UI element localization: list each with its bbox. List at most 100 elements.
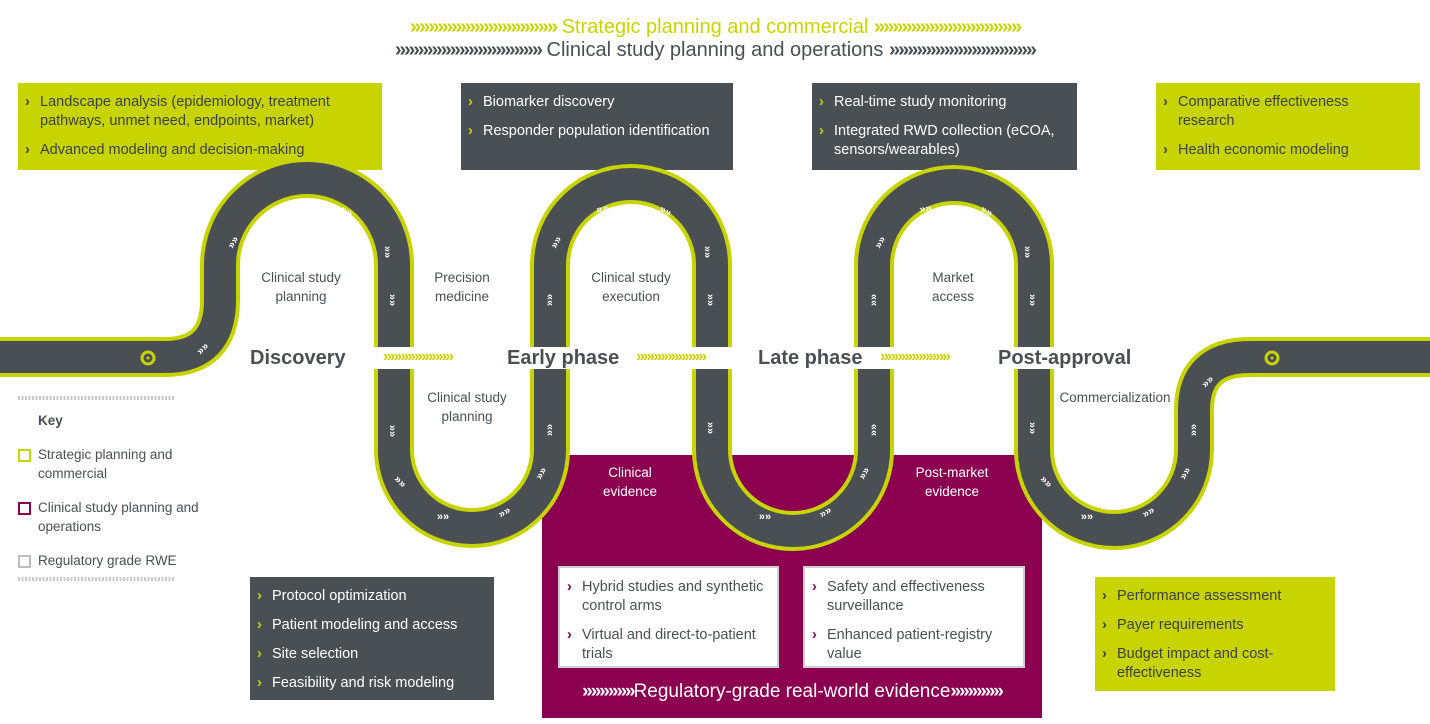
road-marker-icon (1264, 350, 1280, 366)
label-clinical-study-execution: Clinical study execution (591, 270, 671, 304)
key-item-strategic: Strategic planning and commercial (18, 445, 208, 485)
chevron-right-icon: › (257, 617, 262, 633)
chevron-right-icon: › (819, 94, 824, 110)
chevron-right-icon: › (25, 94, 30, 110)
label-precision-medicine: Precision medicine (434, 270, 490, 304)
chevron-right-icon: › (567, 579, 572, 595)
chevron-right-icon: › (1163, 94, 1168, 110)
chevron-right-icon: › (819, 123, 824, 139)
chevron-right-icon: › (468, 123, 473, 139)
svg-text:»»: »» (704, 294, 716, 306)
key-item-rwe: Regulatory grade RWE (18, 551, 208, 571)
chevron-right-icon: › (1163, 142, 1168, 158)
svg-text:»»: »» (868, 424, 880, 436)
svg-text:»»: »» (544, 294, 556, 306)
svg-text:»»: »» (548, 234, 565, 251)
list-item: ›Feasibility and risk modeling (257, 675, 455, 691)
svg-text:»»: »» (386, 294, 398, 306)
svg-text:»»: »» (701, 246, 713, 258)
svg-text:»»: »» (872, 234, 889, 251)
list-item: ›Hybrid studies and synthetic control ar… (567, 579, 764, 614)
header-strategic: »»»»»»»»»»»»»»»» Strategic planning and … (410, 16, 1022, 38)
svg-text:»»: »» (978, 203, 995, 220)
clinical-box-early: ›Biomarker discovery ›Responder populati… (461, 83, 733, 170)
phase-early: Early phase (503, 347, 624, 369)
svg-text:»»: »» (533, 465, 550, 482)
svg-text:»»: »» (1188, 424, 1200, 436)
chevrons-decoration-icon: »»»»»»»»»» (636, 348, 707, 365)
list-item: ›Site selection (257, 646, 359, 662)
phase-post-approval: Post-approval (994, 347, 1136, 369)
list-item: ›Health economic modeling (1163, 142, 1349, 158)
key-swatch-icon (18, 555, 31, 568)
chevron-right-icon: › (1102, 588, 1107, 604)
svg-text:»»: »» (544, 424, 556, 436)
svg-text:»»: »» (1026, 422, 1038, 434)
list-item: ›Performance assessment (1102, 588, 1282, 604)
chevron-right-icon: › (257, 675, 262, 691)
phase-discovery: Discovery (246, 347, 350, 369)
svg-text:»»: »» (1021, 246, 1033, 258)
chevron-right-icon: › (257, 646, 262, 662)
svg-text:»»: »» (275, 202, 289, 216)
chevron-right-icon: › (25, 142, 30, 158)
strategic-box-discovery: ›Landscape analysis (epidemiology, treat… (18, 83, 382, 170)
label-market-access: Market access (931, 270, 975, 304)
list-item: ›Budget impact and cost-effectiveness (1102, 646, 1274, 681)
list-item: ›Landscape analysis (epidemiology, treat… (25, 94, 330, 129)
chevrons-decoration-icon: »»»»»» (582, 681, 635, 702)
svg-text:»»: »» (1081, 511, 1093, 523)
chevrons-decoration-icon: »»»»»»»»»»»»»»»» (410, 16, 558, 38)
svg-text:»»: »» (1026, 294, 1038, 306)
svg-text:»»: »» (381, 246, 393, 258)
chevrons-decoration-icon: »»»»»»»»»»»»»»»» (873, 16, 1022, 38)
svg-text:»»: »» (704, 422, 716, 434)
chevron-right-icon: › (257, 588, 262, 604)
svg-text:»»: »» (817, 504, 834, 521)
list-item: ›Payer requirements (1102, 617, 1244, 633)
chevron-right-icon: › (812, 627, 817, 643)
list-item: ›Safety and effectiveness surveillance (812, 579, 985, 614)
list-item: ›Enhanced patient-registry value (812, 627, 993, 662)
strategic-box-post-approval: ›Comparative effectiveness research ›Hea… (1156, 83, 1420, 170)
svg-text:»»: »» (657, 203, 674, 220)
label-commercialization: Commercialization (1059, 390, 1171, 405)
chevron-right-icon: › (1102, 646, 1107, 662)
chevron-right-icon: › (567, 627, 572, 643)
chevrons-decoration-icon: »»»»»» (950, 681, 1003, 702)
chevrons-decoration-icon: »»»»»»»»»»»»»»»» (889, 39, 1037, 61)
label-clinical-study-planning-top: Clinical study planning (261, 270, 341, 304)
header-clinical: »»»»»»»»»»»»»»»» Clinical study planning… (395, 39, 1037, 61)
list-item: ›Integrated RWD collection (eCOA, sensor… (819, 123, 1055, 158)
svg-text:»»: »» (225, 234, 242, 251)
list-item: ›Virtual and direct-to-patient trials (567, 627, 756, 662)
key-title: Key (38, 413, 63, 428)
svg-text:»»: »» (759, 511, 771, 523)
chevron-right-icon: › (468, 94, 473, 110)
road-chevrons-icon: »» »» »» »» »» »» »» »» »» »» »» »» »» »… (194, 202, 1216, 523)
phase-late: Late phase (754, 347, 867, 369)
chevron-right-icon: › (1102, 617, 1107, 633)
list-item: ›Responder population identification (468, 123, 710, 139)
key-item-clinical: Clinical study planning and operations (18, 498, 208, 538)
svg-text:»»: »» (496, 504, 513, 521)
svg-text:»»: »» (1140, 504, 1157, 521)
chevrons-decoration-icon: »»»»»»»»»»»»»»»» (395, 39, 543, 61)
list-item: ›Biomarker discovery (468, 94, 615, 110)
svg-text:»»: »» (868, 294, 880, 306)
label-post-market-evidence: Post-market evidence (915, 465, 989, 499)
list-item: ›Advanced modeling and decision-making (25, 142, 305, 158)
rwe-box-post-market: ›Safety and effectiveness surveillance ›… (803, 566, 1025, 668)
svg-text:»»: »» (437, 511, 449, 523)
clinical-box-late: ›Real-time study monitoring ›Integrated … (812, 83, 1077, 170)
svg-text:»»: »» (918, 202, 932, 216)
key-swatch-icon (18, 449, 31, 462)
svg-text:»»: »» (386, 425, 398, 437)
list-item: ›Protocol optimization (257, 588, 407, 604)
strategic-box-commercial: ›Performance assessment ›Payer requireme… (1095, 577, 1335, 691)
svg-text:»»: »» (595, 202, 609, 216)
clinical-box-discovery: ›Protocol optimization ›Patient modeling… (250, 577, 494, 700)
list-item: ›Patient modeling and access (257, 617, 458, 633)
svg-text:»»: »» (856, 465, 873, 482)
chevrons-decoration-icon: »»»»»»»»»» (383, 348, 454, 365)
